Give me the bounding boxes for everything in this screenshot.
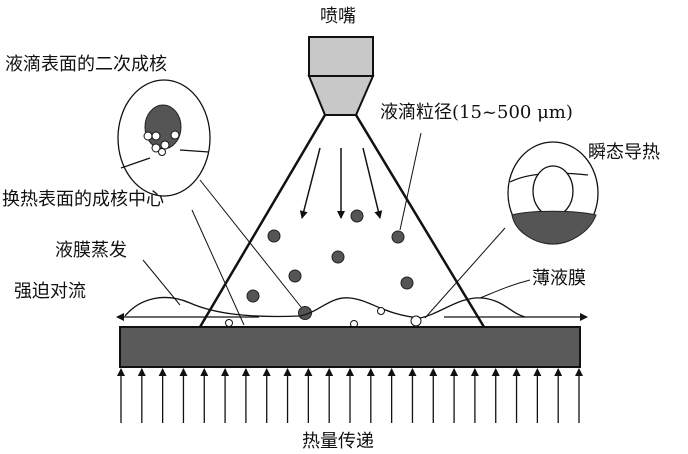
leader-lines <box>142 132 531 326</box>
bubble <box>377 307 385 315</box>
droplet-size-label: 液滴粒径(15~500 μm) <box>380 102 573 123</box>
droplet <box>391 230 405 244</box>
heat-transfer-label: 热量传递 <box>302 431 374 452</box>
spray-cone <box>198 114 486 328</box>
secondary-nucleation-inset <box>117 79 211 197</box>
droplet <box>246 289 260 303</box>
bubble <box>410 315 422 327</box>
droplet <box>267 229 281 243</box>
forced-convection-label: 强迫对流 <box>14 281 86 302</box>
film-evaporation-label: 液膜蒸发 <box>55 240 127 261</box>
heated-surface-plate <box>119 326 581 368</box>
droplet <box>288 269 302 283</box>
nozzle-label: 喷嘴 <box>320 6 356 27</box>
thin-film-label: 薄液膜 <box>532 268 586 289</box>
droplet <box>350 209 364 223</box>
spray-direction-arrows <box>299 147 383 219</box>
surface-nucleation-sites-label: 换热表面的成核中心 <box>2 189 164 210</box>
transient-conduction-label: 瞬态导热 <box>588 142 660 163</box>
surface-bubbles <box>225 307 422 328</box>
transient-conduction-inset <box>507 141 599 245</box>
bubble <box>225 319 233 327</box>
droplet-secondary-nucleation-label: 液滴表面的二次成核 <box>5 54 167 75</box>
liquid-film-curve <box>124 296 526 319</box>
droplet <box>331 250 345 264</box>
droplet <box>400 276 414 290</box>
nozzle <box>307 36 375 116</box>
heat-flux-arrows <box>117 368 583 423</box>
droplets <box>246 209 414 320</box>
